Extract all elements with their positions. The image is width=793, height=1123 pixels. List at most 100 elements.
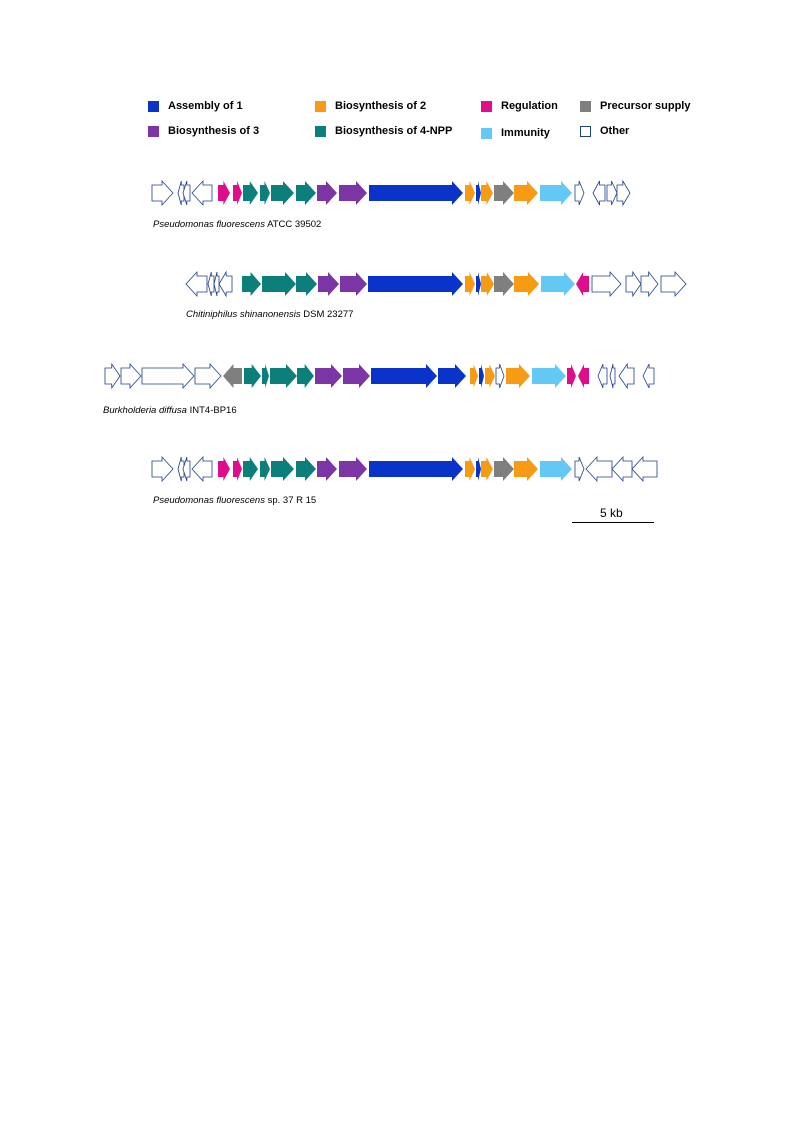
- legend-label: Regulation: [501, 100, 558, 112]
- gene-arrow-biosynthesis-2: [485, 364, 495, 388]
- gene-arrow-biosynthesis-2: [514, 272, 539, 296]
- gene-arrow-biosynthesis-2: [465, 272, 475, 296]
- legend-item-regulation: Regulation: [481, 100, 558, 112]
- gene-arrow-biosynthesis-4npp: [242, 272, 261, 296]
- legend-label: Immunity: [501, 127, 550, 139]
- legend-swatch-biosynthesis-2: [315, 100, 326, 112]
- gene-arrow-biosynthesis-4npp: [297, 364, 314, 388]
- gene-arrow-biosynthesis-2: [470, 364, 478, 388]
- gene-arrow-regulation: [567, 364, 576, 388]
- gene-arrow-other: [177, 456, 185, 482]
- gene-arrow-other: [640, 270, 659, 298]
- gene-arrow-regulation: [218, 457, 230, 481]
- gene-arrow-biosynthesis-2: [514, 457, 538, 481]
- legend-label: Biosynthesis of 2: [335, 100, 427, 112]
- gene-arrow-biosynthesis-4npp: [243, 457, 258, 481]
- gene-arrow-biosynthesis-3: [343, 364, 370, 388]
- gene-arrow-other: [597, 363, 608, 389]
- cluster-label-1: Pseudomonas fluorescens ATCC 39502: [153, 219, 321, 230]
- gene-arrow-immunity: [540, 457, 572, 481]
- gene-arrow-biosynthesis-3: [317, 457, 337, 481]
- legend-swatch-precursor: [580, 100, 591, 112]
- gene-arrow-other: [191, 179, 213, 207]
- gene-arrow-other: [574, 180, 585, 206]
- gene-arrow-biosynthesis-2: [465, 457, 475, 481]
- legend-item-biosynthesis-2: Biosynthesis of 2: [315, 100, 426, 112]
- legend-swatch-regulation: [481, 100, 492, 112]
- legend-item-biosynthesis-3: Biosynthesis of 3: [148, 125, 259, 137]
- species-name: Pseudomonas fluorescens: [153, 219, 265, 230]
- gene-arrow-precursor: [223, 364, 242, 388]
- gene-arrow-precursor: [494, 457, 514, 481]
- gene-arrow-biosynthesis-4npp: [270, 364, 297, 388]
- strain-name: sp. 37 R 15: [267, 495, 317, 506]
- strain-name: INT4-BP16: [189, 405, 237, 416]
- gene-arrow-other: [104, 362, 121, 390]
- gene-arrow-assembly: [368, 272, 463, 296]
- gene-arrow-other: [495, 363, 505, 389]
- gene-arrow-other: [207, 271, 215, 297]
- gene-arrow-biosynthesis-4npp: [243, 181, 258, 205]
- gene-arrow-precursor: [494, 181, 514, 205]
- gene-arrow-other: [585, 455, 613, 483]
- legend-swatch-assembly: [148, 100, 159, 112]
- scale-bar: [572, 522, 654, 523]
- cluster-label-3: Burkholderia diffusa INT4-BP16: [103, 405, 237, 416]
- legend-swatch-other: [580, 125, 591, 137]
- gene-arrow-biosynthesis-4npp: [296, 272, 317, 296]
- gene-arrow-other: [141, 362, 195, 390]
- gene-arrow-biosynthesis-2: [465, 181, 475, 205]
- gene-arrow-other: [177, 180, 185, 206]
- gene-arrow-biosynthesis-4npp: [271, 181, 294, 205]
- strain-name: DSM 23277: [303, 309, 354, 320]
- gene-arrow-precursor: [494, 272, 514, 296]
- gene-arrow-immunity: [532, 364, 566, 388]
- gene-arrow-other: [120, 362, 142, 390]
- gene-arrow-other: [631, 455, 658, 483]
- gene-arrow-other: [151, 455, 174, 483]
- species-name: Pseudomonas fluorescens: [153, 495, 265, 506]
- gene-cluster-2: [185, 270, 687, 298]
- gene-arrow-biosynthesis-3: [339, 181, 367, 205]
- gene-arrow-other: [151, 179, 174, 207]
- gene-arrow-assembly: [371, 364, 437, 388]
- gene-arrow-other: [606, 180, 618, 206]
- gene-arrow-assembly: [369, 181, 463, 205]
- legend-label: Precursor supply: [600, 100, 691, 112]
- gene-arrow-other: [182, 180, 191, 206]
- gene-arrow-other: [625, 270, 642, 298]
- gene-cluster-4: [151, 455, 658, 483]
- gene-arrow-biosynthesis-4npp: [262, 364, 269, 388]
- legend-swatch-immunity: [481, 127, 492, 139]
- gene-arrow-biosynthesis-3: [318, 272, 339, 296]
- gene-arrow-biosynthesis-2: [514, 181, 538, 205]
- legend-item-assembly: Assembly of 1: [148, 100, 243, 112]
- cluster-label-2: Chitiniphilus shinanonensis DSM 23277: [186, 309, 353, 320]
- legend-item-other: Other: [580, 125, 629, 137]
- gene-arrow-biosynthesis-2: [481, 272, 494, 296]
- gene-arrow-biosynthesis-3: [315, 364, 342, 388]
- gene-arrow-biosynthesis-4npp: [296, 181, 316, 205]
- gene-arrow-other: [611, 455, 633, 483]
- gene-arrow-biosynthesis-4npp: [296, 457, 316, 481]
- gene-arrow-biosynthesis-4npp: [260, 457, 270, 481]
- gene-arrow-biosynthesis-4npp: [244, 364, 261, 388]
- scale-bar-label: 5 kb: [600, 506, 623, 520]
- species-name: Chitiniphilus shinanonensis: [186, 309, 301, 320]
- gene-arrow-other: [218, 270, 233, 298]
- gene-arrow-other: [194, 362, 222, 390]
- gene-arrow-biosynthesis-3: [317, 181, 337, 205]
- gene-arrow-assembly: [476, 457, 481, 481]
- gene-arrow-regulation: [218, 181, 230, 205]
- gene-arrow-other: [642, 363, 655, 389]
- gene-arrow-biosynthesis-2: [481, 181, 493, 205]
- legend-item-immunity: Immunity: [481, 127, 550, 139]
- legend-swatch-biosynthesis-4npp: [315, 125, 326, 137]
- gene-arrow-assembly: [479, 364, 484, 388]
- gene-arrow-other: [185, 270, 208, 298]
- gene-cluster-3: [104, 362, 655, 390]
- gene-arrow-biosynthesis-4npp: [271, 457, 294, 481]
- gene-arrow-biosynthesis-4npp: [260, 181, 270, 205]
- legend-label: Assembly of 1: [168, 100, 243, 112]
